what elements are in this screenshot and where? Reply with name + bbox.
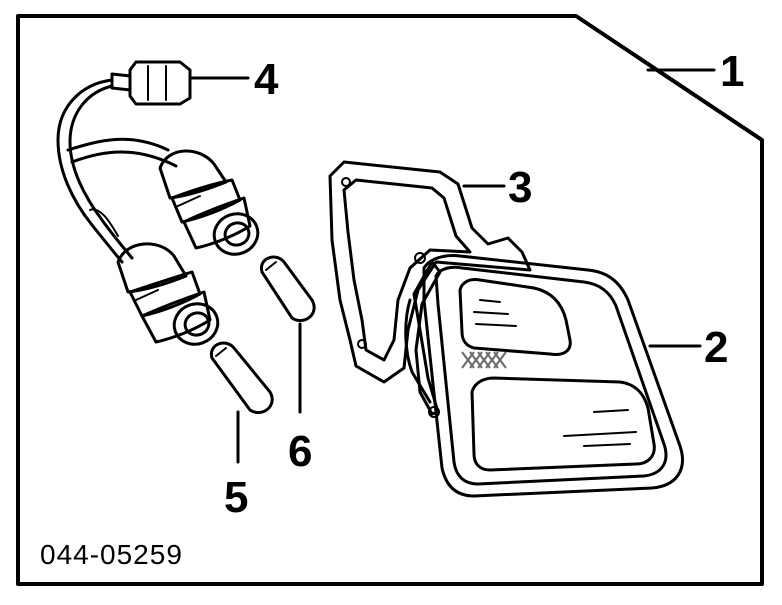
lamp-gasket: [328, 160, 532, 384]
bulb-5: [209, 341, 274, 415]
callout-3: 3: [508, 163, 532, 212]
lens-bezel-inner: [434, 265, 668, 486]
wiring-harness: [56, 60, 260, 346]
part-number: 044-05259: [40, 539, 183, 570]
connector-boot: [110, 72, 132, 92]
harness-wire: [56, 78, 124, 264]
harness-connector: [128, 60, 192, 106]
gasket-hole: [357, 339, 367, 349]
callout-2: 2: [704, 323, 728, 372]
callout-5: 5: [224, 473, 248, 522]
lower-bulb-socket: [116, 242, 220, 346]
callout-4: 4: [254, 55, 279, 104]
bulb-6: [259, 255, 316, 323]
upper-bulb-socket: [158, 149, 260, 256]
housing-stud: [414, 252, 426, 264]
lamp-housing: [404, 252, 684, 498]
upper-lens: [458, 278, 572, 356]
callout-6: 6: [288, 427, 312, 476]
lens-hatch: [461, 351, 507, 369]
callout-1: 1: [720, 47, 744, 96]
diagram-frame: [16, 14, 764, 586]
harness-wire: [68, 84, 134, 260]
lens-bezel-outer: [422, 254, 684, 498]
gasket-hole: [341, 177, 351, 187]
harness-wire: [89, 208, 119, 237]
lower-lens: [470, 376, 656, 472]
harness-wire: [66, 137, 170, 152]
